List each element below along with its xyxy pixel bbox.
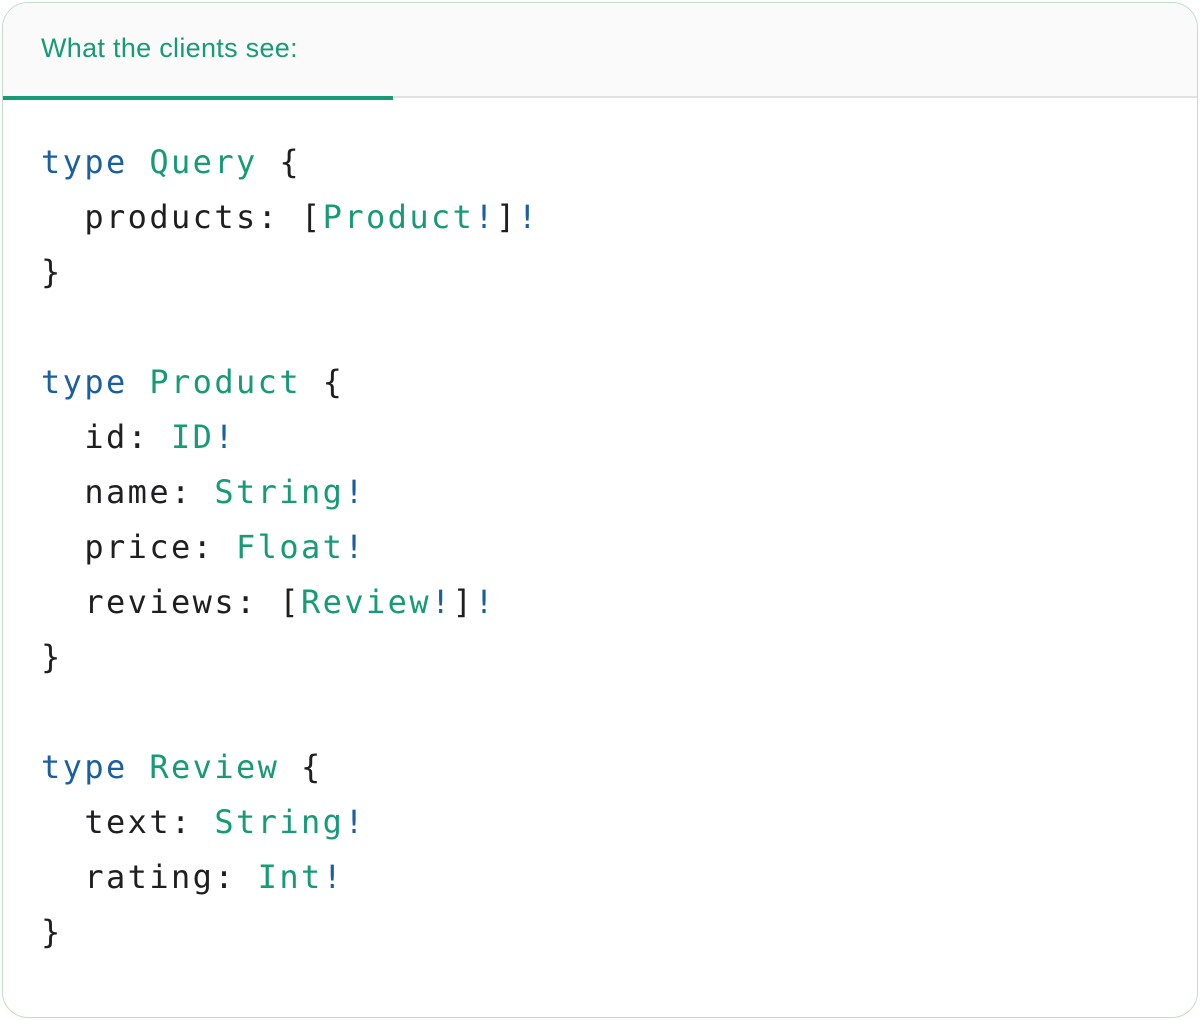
plain-token: price: — [41, 528, 236, 566]
plain-token: text: — [41, 803, 215, 841]
type-name-token: Product — [322, 198, 475, 236]
plain-token: id: — [41, 418, 171, 456]
code-line-blank — [41, 300, 1159, 355]
bang-token: ! — [474, 198, 496, 236]
plain-token: { — [257, 143, 302, 181]
type-name-token: Int — [257, 858, 323, 896]
type-name-token: Review — [301, 583, 431, 621]
active-tab-underline — [3, 96, 393, 100]
plain-token: name: — [41, 473, 215, 511]
type-name-token: Float — [236, 528, 345, 566]
bang-token: ! — [431, 583, 453, 621]
plain-token: { — [301, 363, 345, 401]
bang-token: ! — [344, 473, 366, 511]
type-name-token: String — [214, 803, 345, 841]
code-line: name: String! — [41, 465, 1159, 520]
keyword-token: type — [41, 143, 128, 181]
plain-token: ] — [452, 583, 475, 621]
tab-what-clients-see[interactable]: What the clients see: — [3, 3, 393, 96]
code-line: products: [Product!]! — [41, 190, 1159, 245]
keyword-token: type — [41, 363, 128, 401]
bang-token: ! — [474, 583, 497, 621]
plain-token — [128, 363, 150, 401]
bang-token: ! — [344, 528, 366, 566]
keyword-token: type — [41, 748, 128, 786]
code-line: } — [41, 630, 1159, 685]
code-line: } — [41, 245, 1159, 300]
type-name-token: Review — [149, 748, 280, 786]
plain-token: } — [41, 913, 63, 951]
code-line-blank — [41, 685, 1159, 740]
plain-token: } — [41, 253, 63, 291]
bang-token: ! — [322, 858, 345, 896]
plain-token: reviews: [ — [41, 583, 301, 621]
code-line: rating: Int! — [41, 850, 1159, 905]
plain-token: ] — [496, 198, 518, 236]
bang-token: ! — [344, 803, 366, 841]
type-name-token: String — [214, 473, 345, 511]
type-name-token: ID — [171, 418, 215, 456]
tab-label: What the clients see: — [41, 33, 298, 63]
plain-token: } — [41, 638, 63, 676]
code-line: text: String! — [41, 795, 1159, 850]
bang-token: ! — [517, 198, 540, 236]
plain-token — [128, 748, 150, 786]
type-name-token: Query — [149, 143, 258, 181]
bang-token: ! — [214, 418, 237, 456]
code-line: reviews: [Review!]! — [41, 575, 1159, 630]
code-block: type Query { products: [Product!]! } typ… — [3, 98, 1197, 960]
plain-token: { — [279, 748, 323, 786]
plain-token: products: [ — [41, 198, 323, 236]
type-name-token: Product — [149, 363, 302, 401]
tab-bar: What the clients see: — [3, 3, 1197, 100]
code-line: type Review { — [41, 740, 1159, 795]
plain-token — [128, 143, 150, 181]
code-line: price: Float! — [41, 520, 1159, 575]
code-line: id: ID! — [41, 410, 1159, 465]
code-line: type Query { — [41, 135, 1159, 190]
code-line: type Product { — [41, 355, 1159, 410]
code-line: } — [41, 905, 1159, 960]
plain-token: rating: — [41, 858, 258, 896]
